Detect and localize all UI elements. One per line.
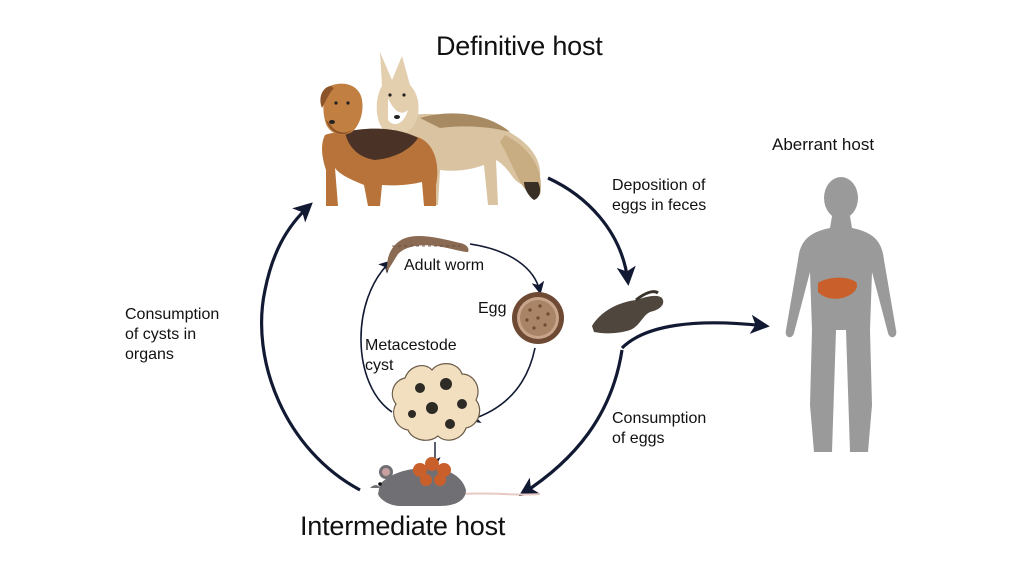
deposition-label: Deposition of eggs in feces [612, 177, 707, 214]
human-silhouette-icon [785, 177, 897, 452]
egg-label: Egg [478, 300, 507, 317]
definitive-host-label: Definitive host [436, 31, 603, 61]
consumption-of-cysts-label: Consumption of cysts in organs [125, 306, 220, 363]
adult-worm-icon [386, 236, 469, 272]
arrow-definitive-to-feces [547, 176, 636, 286]
intermediate-host-label: Intermediate host [300, 511, 506, 541]
arrow-feces-to-intermediate [518, 349, 624, 497]
metacestode-cyst-label: Metacestode cyst [365, 337, 457, 374]
arrow-intermediate-to-definitive [260, 202, 361, 492]
inner-arrow-cyst-to-worm [360, 260, 393, 413]
consumption-of-eggs-label: Consumption of eggs [612, 410, 707, 447]
dog-icon [320, 83, 438, 206]
inner-arrow-egg-to-cyst [467, 347, 536, 424]
liver-icon [818, 277, 858, 299]
metacestode-cyst-icon [391, 363, 481, 441]
inner-arrow-worm-to-egg [469, 243, 545, 295]
feces-icon [592, 290, 664, 334]
arrow-feces-to-aberrant [620, 314, 770, 350]
egg-icon [512, 292, 564, 344]
mouse-icon [370, 457, 541, 506]
adult-worm-label: Adult worm [404, 257, 485, 274]
aberrant-host-label: Aberrant host [772, 135, 875, 154]
